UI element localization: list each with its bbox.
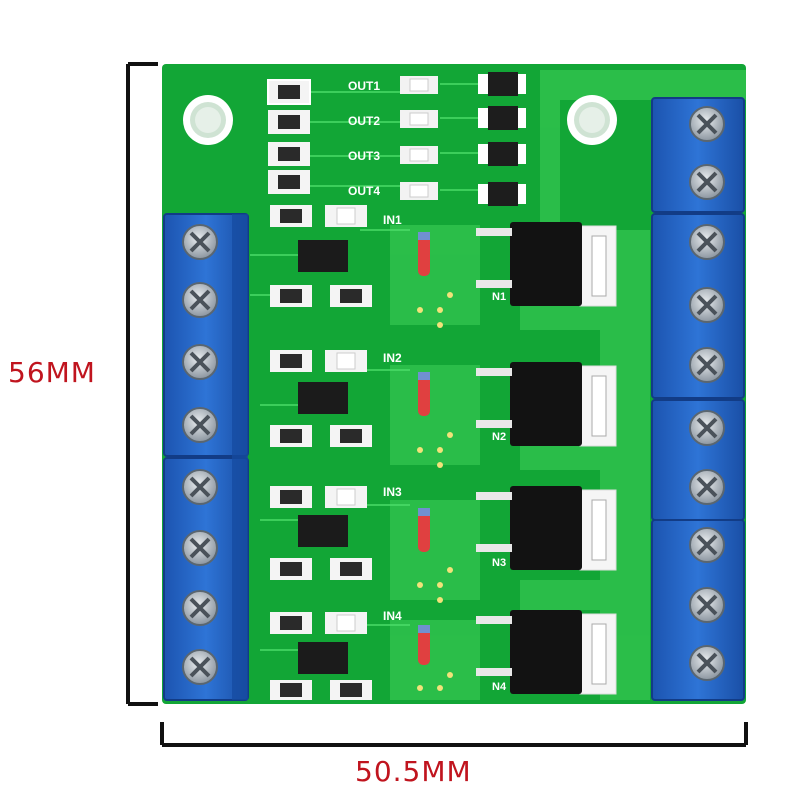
mounting-hole-left (183, 95, 233, 145)
out-leds (400, 76, 438, 200)
silk-n4: N4 (492, 681, 507, 693)
channel-components (270, 205, 453, 700)
width-dimension-label: 50.5MM (355, 755, 472, 788)
resistors-top (267, 79, 311, 194)
trace-lines (250, 83, 480, 651)
silk-in4: IN4 (383, 609, 402, 623)
silk-out2: OUT2 (348, 114, 380, 128)
mounting-hole-right (567, 95, 617, 145)
diodes-top (478, 72, 526, 206)
silk-n2: N2 (492, 431, 506, 443)
silk-out4: OUT4 (348, 184, 380, 198)
silk-out1: OUT1 (348, 79, 380, 93)
terminal-screws-right (689, 106, 725, 681)
silk-n1: N1 (492, 291, 506, 303)
terminal-screws-left (182, 224, 218, 685)
silk-n3: N3 (492, 557, 506, 569)
silk-out3: OUT3 (348, 149, 380, 163)
width-dimension-line (160, 722, 748, 747)
terminal-block-left (163, 213, 249, 701)
height-dimension-label: 56MM (8, 356, 96, 389)
silk-in2: IN2 (383, 351, 402, 365)
mosfets (476, 222, 617, 695)
silk-in3: IN3 (383, 485, 402, 499)
silk-in1: IN1 (383, 213, 402, 227)
height-dimension-line (126, 62, 158, 706)
